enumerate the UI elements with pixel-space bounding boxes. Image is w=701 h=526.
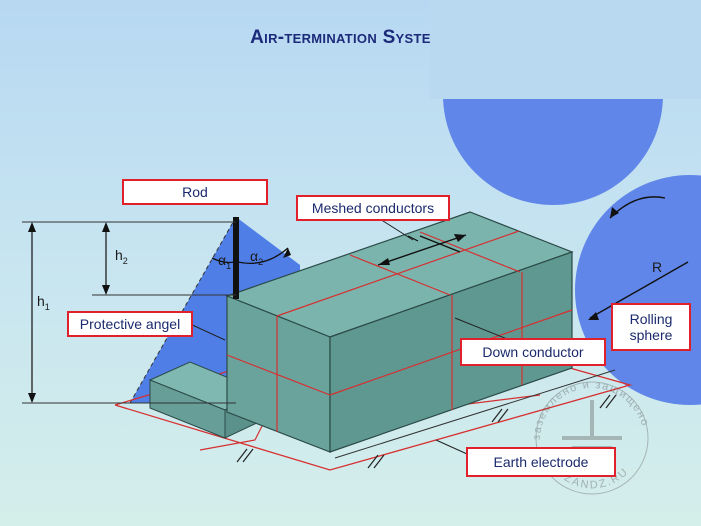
dimension-h1: h1 bbox=[37, 293, 50, 312]
label-earth-electrode: Earth electrode bbox=[466, 447, 616, 477]
angle-alpha2: α2 bbox=[250, 248, 264, 267]
label-protective-angel: Protective angel bbox=[67, 311, 193, 337]
label-down-conductor: Down conductor bbox=[460, 338, 606, 366]
label-rolling-sphere: Rolling sphere bbox=[611, 303, 691, 351]
air-termination-rod bbox=[233, 217, 239, 299]
label-rod: Rod bbox=[122, 179, 268, 205]
sphere-radius-label: R bbox=[652, 259, 663, 275]
label-meshed-conductors: Meshed conductors bbox=[296, 195, 450, 221]
angle-alpha1: α1 bbox=[218, 252, 232, 271]
page-title: Air-termination Systems bbox=[250, 27, 451, 48]
dimension-h2: h2 bbox=[115, 247, 128, 266]
